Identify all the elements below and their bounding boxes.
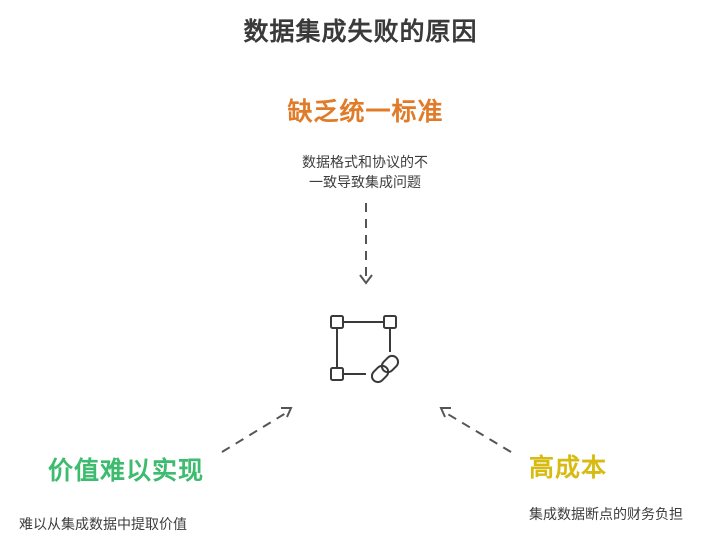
arrow-top bbox=[359, 203, 373, 285]
arrow-right bbox=[439, 407, 512, 453]
cause-left-description: 难以从集成数据中提取价值 bbox=[19, 517, 187, 533]
cause-top-description-line1: 数据格式和协议的不 bbox=[302, 155, 428, 171]
arrow-left bbox=[221, 407, 293, 453]
cause-top-heading: 缺乏统一标准 bbox=[287, 97, 444, 126]
cause-top-description: 数据格式和协议的不 一致导致集成问题 bbox=[260, 153, 470, 193]
integration-nodes-link-icon bbox=[330, 315, 400, 384]
cause-top-description-line2: 一致导致集成问题 bbox=[309, 175, 421, 191]
page-title: 数据集成失败的原因 bbox=[243, 17, 478, 46]
cause-left-heading: 价值难以实现 bbox=[48, 456, 205, 485]
cause-right-description: 集成数据断点的财务负担 bbox=[529, 507, 683, 523]
cause-right-heading: 高成本 bbox=[529, 453, 608, 482]
